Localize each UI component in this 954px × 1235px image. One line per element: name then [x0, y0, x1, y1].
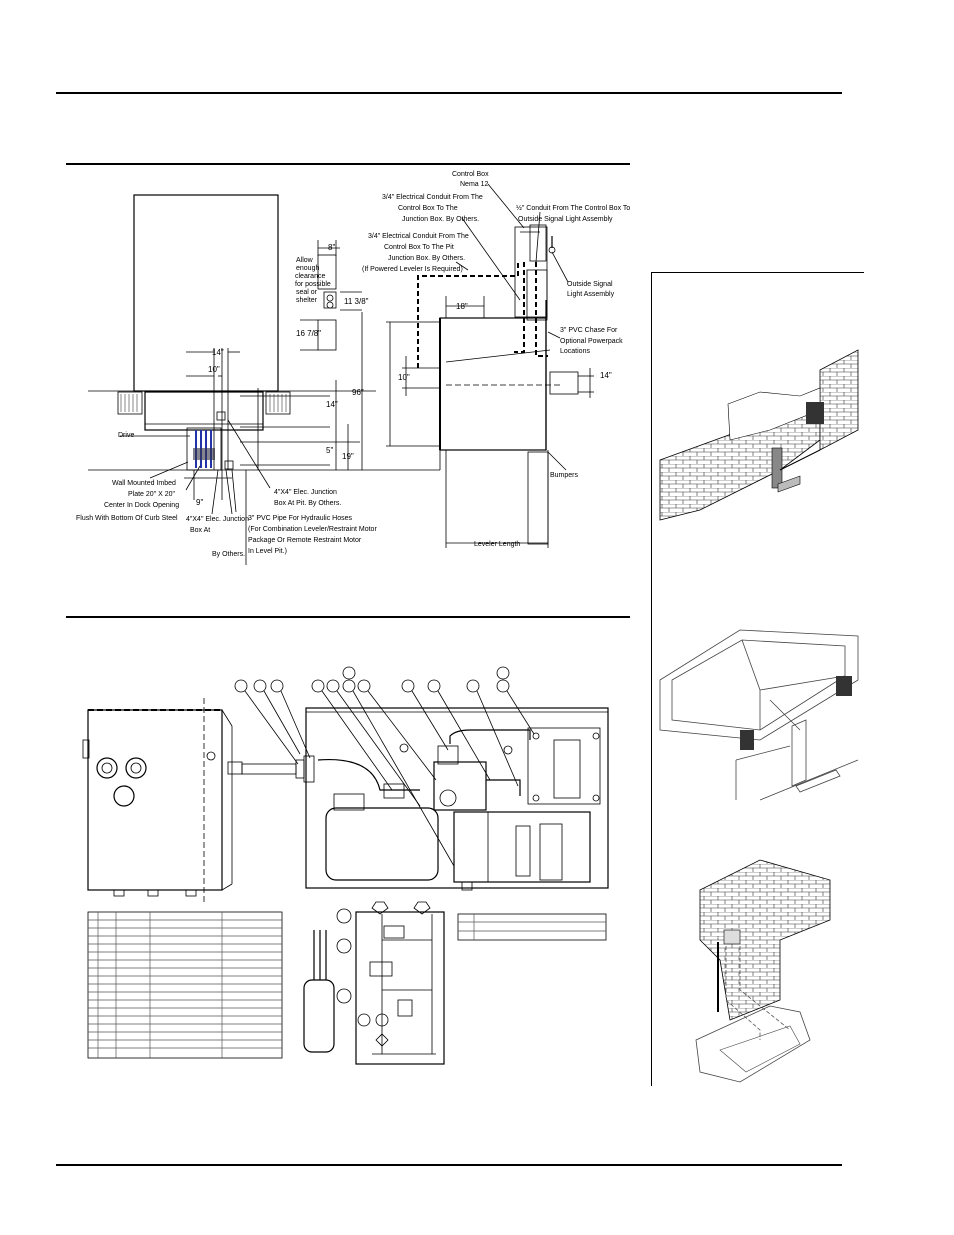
diagram-label: 10"	[398, 373, 410, 382]
diagram-label: Outside Signal Light Assembly	[518, 216, 613, 223]
diagram-label: Plate 20" X 20"	[128, 491, 176, 498]
hydraulic-schematic	[355, 911, 445, 1065]
illustration-brick-corner	[695, 859, 831, 1083]
diagram-label: (For Combination Leveler/Restraint Motor	[248, 526, 377, 533]
diagram-label: Box At	[190, 527, 210, 534]
illustration-wall-plate	[659, 349, 859, 521]
diagram-label: Junction Box. By Others.	[402, 216, 479, 223]
motor-sketch	[303, 979, 335, 1053]
diagram-label: Light Assembly	[567, 291, 615, 298]
diagram-label: ½" Conduit From The Control Box To	[516, 204, 630, 212]
junction-box-drive	[224, 460, 234, 470]
diagram-label: Optional Powerpack	[560, 338, 623, 345]
diagram-label: 3" PVC Pipe For Hydraulic Hoses	[248, 515, 353, 522]
curb-hatch-right	[265, 391, 291, 415]
motor-contactor	[527, 727, 601, 805]
diagram-label: Drive	[118, 432, 134, 439]
leveler-pit	[144, 391, 264, 431]
footer-rule	[56, 1164, 842, 1166]
diagram-label: 4"X4" Elec. Junction	[274, 489, 337, 496]
diagram-label: Control Box To The Pit	[384, 244, 454, 251]
seal-sketch-1	[317, 254, 337, 290]
diagram-label: 9"	[196, 498, 203, 507]
diagram-label: 14"	[212, 348, 224, 357]
sidebar-rule	[651, 272, 864, 273]
diagram-label: Outside Signal	[567, 281, 613, 288]
section-rule-middle	[66, 616, 630, 618]
conduit-junction-dashed	[514, 262, 525, 353]
diagram-label: 11 3/8"	[344, 297, 369, 306]
section-rule-top	[66, 163, 630, 165]
diagram-label: Leveler Length	[474, 541, 520, 548]
diagram-label: clearance	[295, 273, 325, 280]
diagram-label: 14"	[326, 400, 338, 409]
diagram-label: Package Or Remote Restraint Motor	[248, 537, 362, 544]
pit-wiring	[193, 430, 215, 468]
sidebar-border	[651, 272, 652, 1086]
diagram-label: Allow	[296, 257, 314, 264]
seal-sketch-2	[317, 319, 337, 351]
valve-block	[433, 761, 487, 811]
diagram-label: enough	[296, 265, 319, 272]
diagram-label: Bumpers	[550, 472, 579, 479]
diagram-label: Center In Dock Opening	[104, 502, 179, 509]
diagram-label: 5"	[326, 446, 333, 455]
label-nema: Nema 12	[460, 181, 489, 188]
diagram-label: for possible	[295, 281, 331, 288]
label-control-box: Control Box	[452, 171, 489, 178]
diagram-label: Flush With Bottom Of Curb Steel	[76, 515, 178, 522]
header-rule	[56, 92, 842, 94]
revision-table	[457, 913, 607, 941]
diagram-label: seal or	[296, 289, 318, 296]
curb-hatch-left	[117, 391, 143, 415]
diagram-label: 19"	[342, 452, 354, 461]
callout-balloons	[234, 666, 510, 693]
diagram-label: 18"	[456, 302, 468, 311]
diagram-label: 3" PVC Chase For	[560, 327, 618, 334]
diagram-label: In Level Pit.)	[248, 548, 287, 555]
diagram-label: Junction Box. By Others.	[388, 255, 465, 262]
diagram-label: Wall Mounted Imbed	[112, 480, 176, 487]
diagram-label: Box At Pit. By Others.	[274, 500, 341, 507]
diagram-label: 14"	[600, 371, 612, 380]
diagram-label: 10"	[208, 365, 220, 374]
selector-knob-2	[125, 757, 147, 779]
push-button	[113, 785, 135, 807]
pump-motor	[453, 811, 591, 883]
diagram-label: (If Powered Leveler Is Required)	[362, 266, 463, 273]
reservoir-tank	[325, 807, 439, 881]
illustration-pit	[659, 629, 859, 801]
selector-knob-1	[96, 757, 118, 779]
signal-light	[549, 371, 579, 395]
powerpack-box	[305, 707, 609, 889]
diagram-label: 4"X4" Elec. Junction	[186, 516, 249, 523]
diagram-label: Locations	[560, 348, 590, 355]
diagram-label: 16 7/8"	[296, 329, 321, 338]
diagram-label: 3/4" Electrical Conduit From The	[382, 194, 483, 201]
parts-table	[87, 911, 283, 1059]
diagram-label: Control Box To The	[398, 205, 458, 212]
diagram-label: 3/4" Electrical Conduit From The	[368, 233, 469, 240]
diagram-label: shelter	[296, 297, 318, 304]
diagram-label: By Others.	[212, 551, 245, 558]
diagram-label: 8"	[328, 243, 335, 252]
diagram-label: 96"	[352, 388, 364, 397]
junction-box-pit	[216, 411, 226, 421]
